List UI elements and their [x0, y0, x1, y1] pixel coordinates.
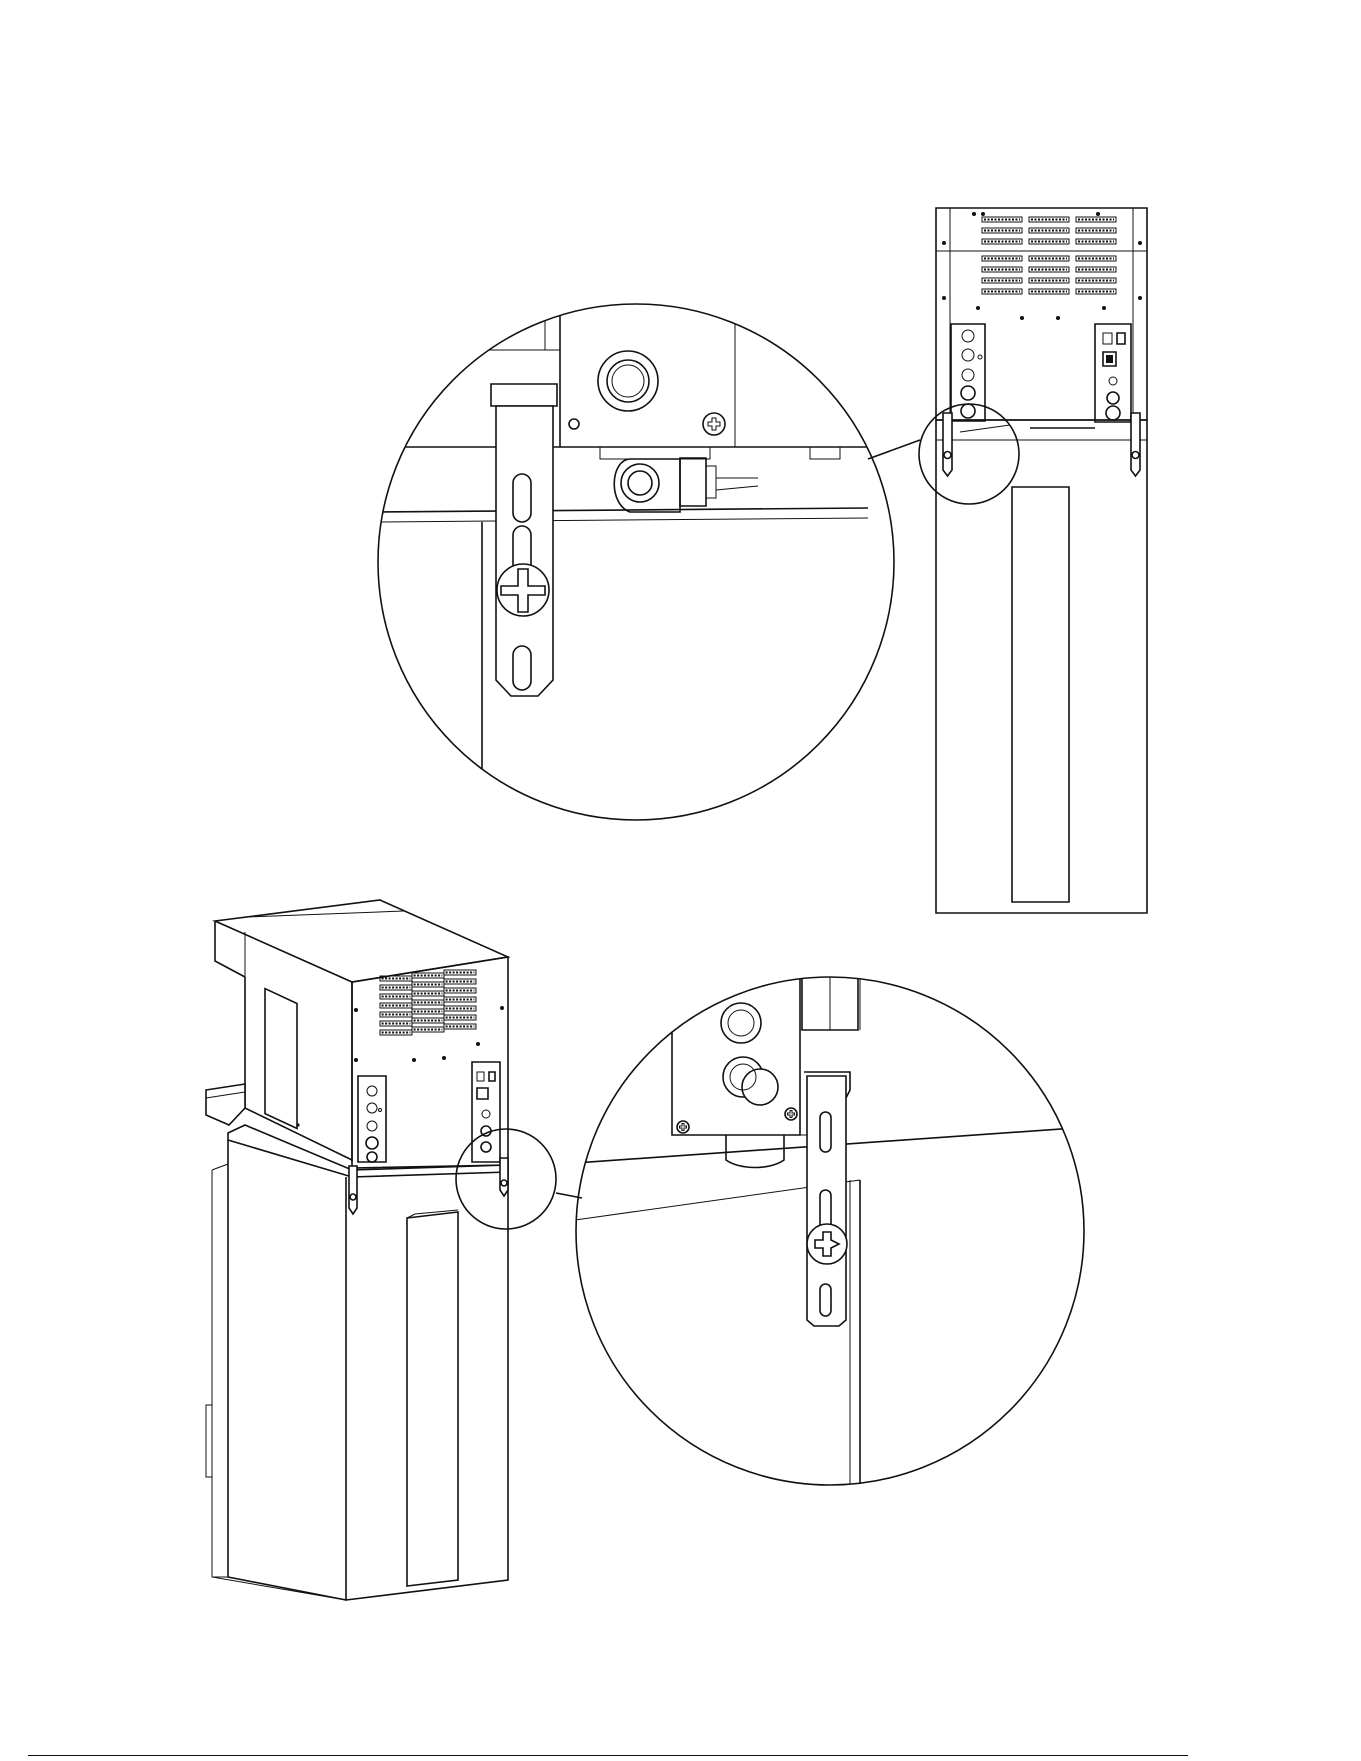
detail-bracket-screw-top: [378, 302, 894, 820]
leader-line-top: [868, 440, 920, 459]
bracket-right: [1131, 413, 1140, 476]
bracket-right-perspective: [500, 1158, 508, 1196]
perspective-view-ice-machine-on-bin: [206, 900, 556, 1600]
magnifier-circle-top: [919, 404, 1019, 504]
louvre-grille: [982, 217, 1116, 294]
rear-view-ice-machine-on-bin: [919, 208, 1147, 913]
detail-bracket-screw-bottom: [575, 975, 1090, 1490]
bracket-left: [943, 413, 952, 476]
page-footer-rule: [28, 1755, 1188, 1756]
bracket-left-perspective: [349, 1166, 357, 1214]
louvre-grille-perspective: [380, 970, 476, 1035]
